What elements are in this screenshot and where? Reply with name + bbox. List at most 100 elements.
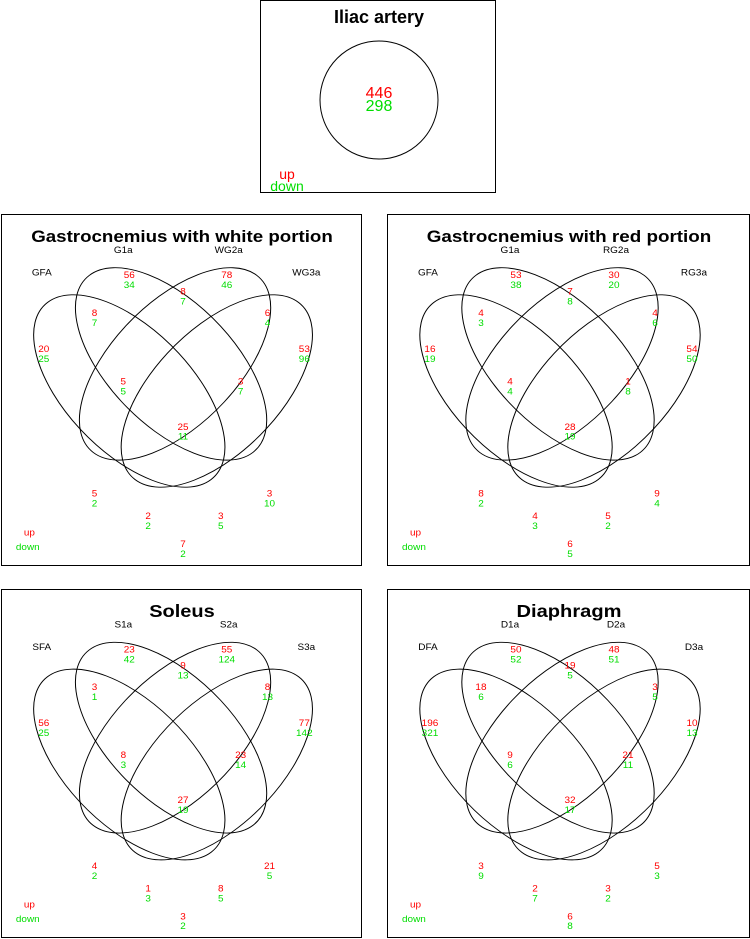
region-up-count: 5	[121, 377, 127, 387]
region-down-count: 13	[262, 693, 273, 703]
region-down-count: 4	[265, 318, 271, 328]
region-up-count: 7	[567, 287, 573, 297]
region-down-count: 3	[145, 894, 151, 904]
region-up-count: 2	[145, 512, 151, 522]
region-up-count: 5	[605, 512, 611, 522]
legend-up: up	[24, 900, 35, 910]
region-up-count: 30	[608, 271, 619, 281]
region-up-count: 3	[218, 512, 224, 522]
region-up-count: 27	[177, 795, 188, 805]
legend-down: down	[16, 542, 40, 552]
panel-title: Gastrocnemius with white portion	[31, 227, 333, 246]
region-down-count: 2	[605, 522, 611, 532]
region-up-count: 8	[180, 287, 186, 297]
region-down-count: 17	[564, 805, 575, 815]
panel-title: Gastrocnemius with red portion	[427, 227, 712, 246]
region-down-count: 19	[177, 805, 188, 815]
region-down-count: 5	[567, 671, 573, 681]
set-label: GFA	[32, 268, 53, 278]
region-up-count: 6	[265, 308, 271, 318]
region-up-count: 8	[265, 683, 271, 693]
legend-down: down	[16, 914, 40, 924]
region-up-count: 3	[652, 683, 658, 693]
set-label: S3a	[297, 642, 315, 652]
region-down-count: 3	[654, 871, 660, 881]
set-ellipse	[465, 267, 659, 461]
region-up-count: 77	[299, 718, 310, 728]
region-up-count: 1	[625, 377, 631, 387]
region-down-count: 8	[625, 387, 631, 397]
region-up-count: 20	[38, 345, 49, 355]
region-up-count: 2	[532, 884, 538, 894]
region-up-count: 9	[180, 661, 186, 671]
set-label: GFA	[418, 268, 439, 278]
region-down-count: 50	[686, 355, 697, 365]
legend-up: up	[24, 528, 35, 538]
region-down-count: 4	[507, 387, 513, 397]
set-label: S2a	[220, 620, 238, 630]
set-label: S1a	[114, 620, 132, 630]
region-up-count: 56	[124, 271, 135, 281]
region-down-count: 4	[654, 499, 660, 509]
set-label: D2a	[607, 620, 626, 630]
region-down-count: 5	[218, 521, 224, 531]
region-down-count: 19	[424, 355, 435, 365]
region-down-count: 9	[478, 871, 484, 881]
set-label: WG2a	[215, 245, 244, 255]
region-up-count: 5	[654, 862, 660, 872]
region-down-count: 8	[567, 297, 573, 307]
set-label: G1a	[114, 245, 134, 255]
region-up-count: 3	[92, 683, 98, 693]
legend-up: up	[410, 900, 421, 910]
region-down-count: 5	[218, 894, 224, 904]
set-label: RG3a	[681, 268, 708, 278]
set-label: DFA	[418, 642, 438, 652]
region-up-count: 1	[145, 884, 151, 894]
region-down-count: 1	[92, 693, 98, 703]
set-ellipse	[78, 267, 272, 461]
set-ellipse	[465, 641, 659, 834]
set-ellipse	[78, 641, 272, 834]
region-up-count: 8	[478, 489, 484, 499]
set-ellipse	[74, 641, 268, 834]
down-count: 298	[366, 98, 393, 115]
region-up-count: 48	[608, 645, 619, 655]
region-down-count: 96	[299, 355, 310, 365]
region-up-count: 8	[92, 308, 98, 318]
region-up-count: 32	[564, 795, 575, 805]
up-count: 446	[366, 85, 393, 102]
region-up-count: 3	[180, 912, 186, 922]
region-down-count: 20	[608, 281, 619, 291]
region-down-count: 2	[605, 894, 611, 904]
region-up-count: 19	[564, 661, 575, 671]
region-up-count: 7	[180, 540, 186, 550]
region-down-count: 19	[564, 432, 575, 442]
region-up-count: 50	[510, 645, 521, 655]
region-up-count: 56	[38, 718, 49, 728]
region-up-count: 6	[567, 540, 573, 550]
set-label: SFA	[32, 642, 51, 652]
region-up-count: 4	[478, 309, 484, 319]
set-ellipse	[120, 668, 313, 861]
region-down-count: 25	[38, 728, 49, 738]
region-down-count: 5	[567, 549, 573, 559]
panel-title: Soleus	[149, 602, 215, 622]
region-up-count: 54	[686, 345, 698, 355]
region-down-count: 25	[38, 355, 49, 365]
region-down-count: 2	[180, 922, 186, 932]
set-label: WG3a	[292, 268, 321, 278]
region-down-count: 2	[478, 499, 484, 509]
region-down-count: 42	[124, 655, 135, 665]
set-label: G1a	[501, 245, 521, 255]
set-ellipse	[461, 267, 655, 461]
region-down-count: 142	[296, 728, 313, 738]
set-ellipse	[74, 267, 268, 461]
set-label: D3a	[685, 642, 704, 652]
legend-down: down	[270, 178, 303, 194]
region-up-count: 6	[567, 912, 573, 922]
